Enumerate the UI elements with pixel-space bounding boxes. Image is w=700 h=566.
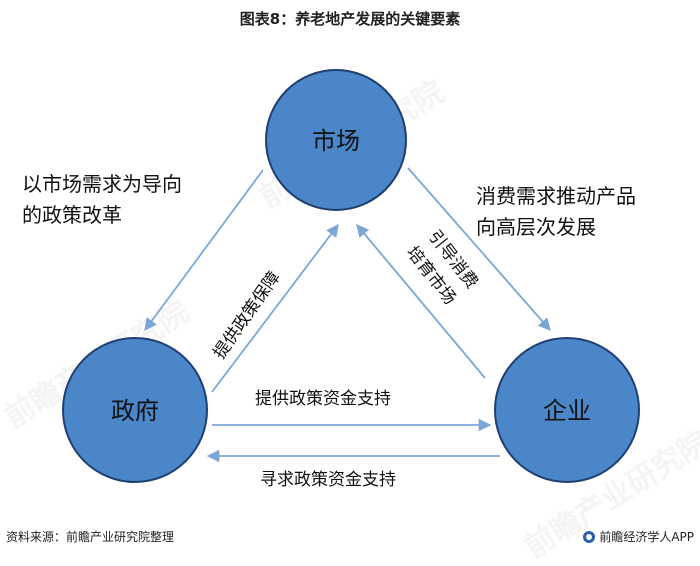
- arrow-market-to-enterprise: [407, 167, 551, 331]
- node-enterprise: 企业: [494, 337, 640, 483]
- node-enterprise-label: 企业: [543, 397, 591, 425]
- arrow-market-to-government: [144, 169, 264, 332]
- brand: 前瞻经济学人APP: [583, 528, 694, 545]
- label-market-to-gov-line2: 的政策改革: [22, 203, 122, 227]
- arrow-enterprise-to-market: [356, 224, 486, 379]
- label-market-to-gov-line1: 以市场需求为导向: [22, 172, 182, 196]
- node-government-label: 政府: [111, 397, 159, 425]
- node-market: 市场: [265, 69, 407, 211]
- diagram-title: 图表8：养老地产发展的关键要素: [239, 10, 461, 28]
- label-market-to-ent-line2: 向高层次发展: [476, 215, 596, 239]
- brand-logo-icon: [583, 530, 596, 543]
- label-gov-to-ent: 提供政策资金支持: [255, 389, 391, 409]
- brand-label: 前瞻经济学人APP: [599, 530, 694, 544]
- label-market-to-ent-line1: 消费需求推动产品: [476, 184, 636, 208]
- node-government: 政府: [62, 337, 208, 483]
- source-note: 资料来源：前瞻产业研究院整理: [6, 530, 175, 544]
- arrow-government-to-market: [211, 223, 339, 393]
- label-gov-to-market: 提供政策保障: [210, 268, 285, 363]
- node-market-label: 市场: [312, 127, 360, 155]
- label-ent-to-gov: 寻求政策资金支持: [260, 470, 396, 490]
